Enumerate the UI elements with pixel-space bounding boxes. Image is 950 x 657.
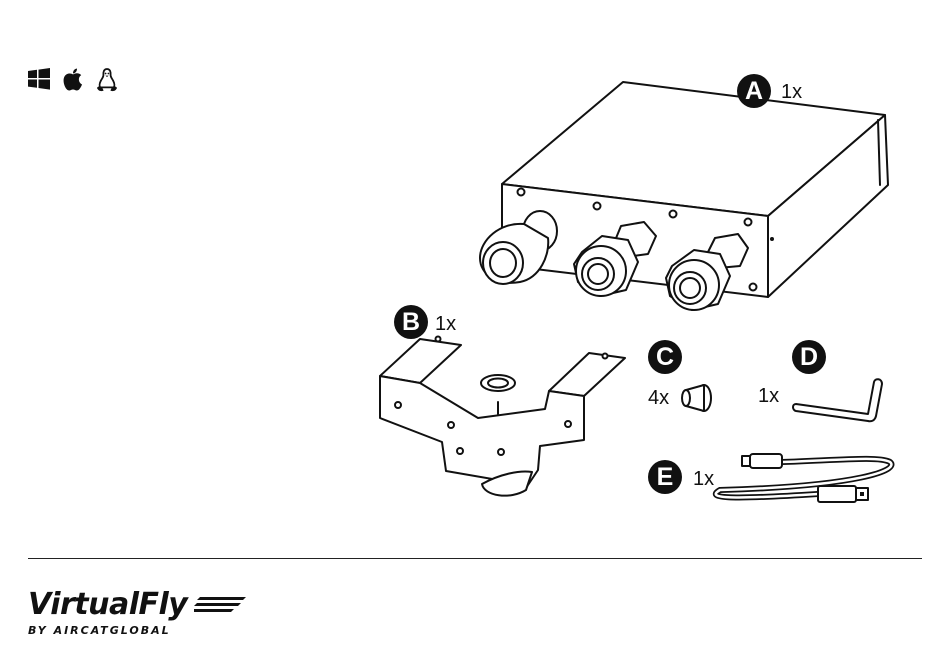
brand-logo: VirtualFly BY AIRCATGLOBAL	[28, 590, 246, 637]
usb-cable-drawing	[716, 454, 892, 502]
speed-lines-icon	[194, 595, 246, 615]
part-qty-c: 4x	[648, 388, 669, 408]
hex-key-drawing	[793, 379, 882, 421]
part-qty-e: 1x	[693, 469, 714, 489]
part-badge-a: A	[737, 74, 771, 108]
part-badge-d: D	[792, 340, 826, 374]
part-qty-d: 1x	[758, 386, 779, 406]
part-badge-b: B	[394, 305, 428, 339]
footer-divider	[28, 558, 922, 559]
brand-name: VirtualFly	[28, 590, 187, 620]
control-box-drawing	[480, 82, 888, 310]
mounting-bracket-drawing	[380, 337, 625, 496]
part-qty-b: 1x	[435, 314, 456, 334]
part-badge-c: C	[648, 340, 682, 374]
screw-drawing	[682, 385, 711, 411]
part-qty-a: 1x	[781, 82, 802, 102]
part-badge-e: E	[648, 460, 682, 494]
brand-tagline: BY AIRCATGLOBAL	[28, 624, 246, 637]
